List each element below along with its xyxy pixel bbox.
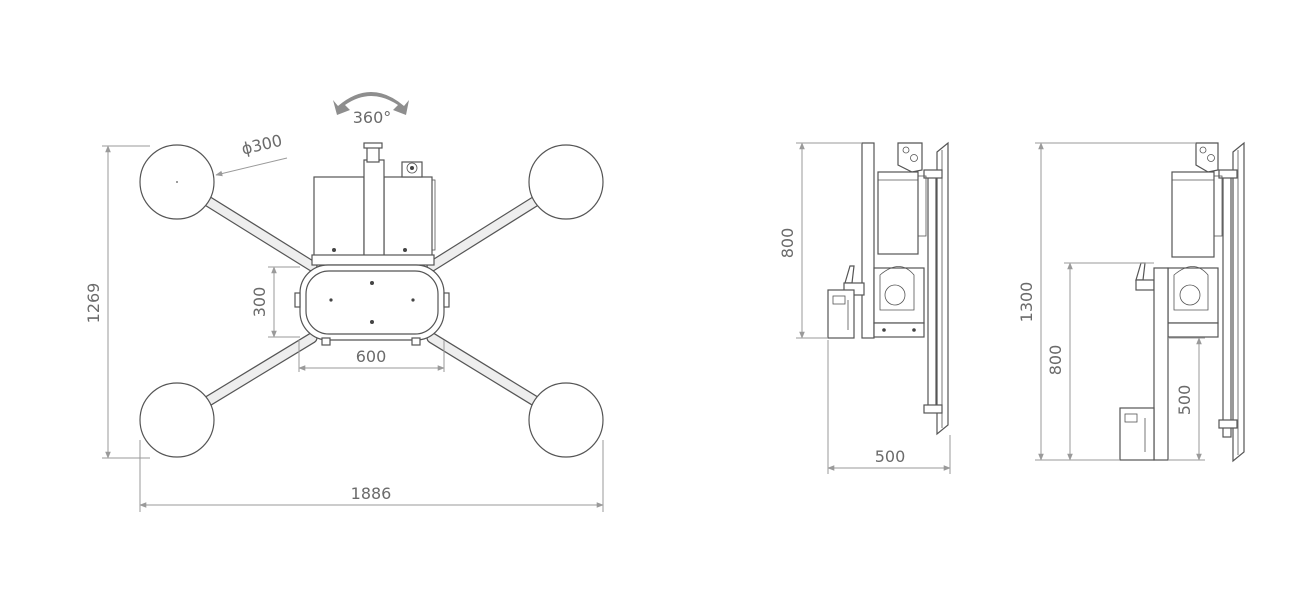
cup-diameter-label: ϕ300 <box>240 131 284 159</box>
side-view-1: 800 500 <box>778 141 951 474</box>
control-unit <box>311 142 436 269</box>
top-view: 360° ϕ300 1269 1886 300 600 <box>84 92 604 512</box>
side2-offset-label: 500 <box>1175 385 1194 416</box>
side1-height-label: 800 <box>778 228 797 259</box>
overall-width-label: 1886 <box>351 484 392 503</box>
suction-cup-bottom-left <box>139 382 215 458</box>
suction-cup-bottom-right <box>528 382 604 458</box>
frame-width-label: 600 <box>356 347 387 366</box>
side-view-2: 1300 800 500 <box>1017 141 1245 463</box>
central-frame <box>294 264 450 346</box>
rotation-arrow-icon <box>333 92 409 115</box>
side2-total-height-label: 1300 <box>1017 282 1036 323</box>
rotation-label: 360° <box>353 108 392 127</box>
overall-height-label: 1269 <box>84 283 103 324</box>
side2-height-label: 800 <box>1046 345 1065 376</box>
suction-cup-top-right <box>528 144 604 220</box>
frame-height-label: 300 <box>250 287 269 318</box>
side1-depth-label: 500 <box>875 447 906 466</box>
